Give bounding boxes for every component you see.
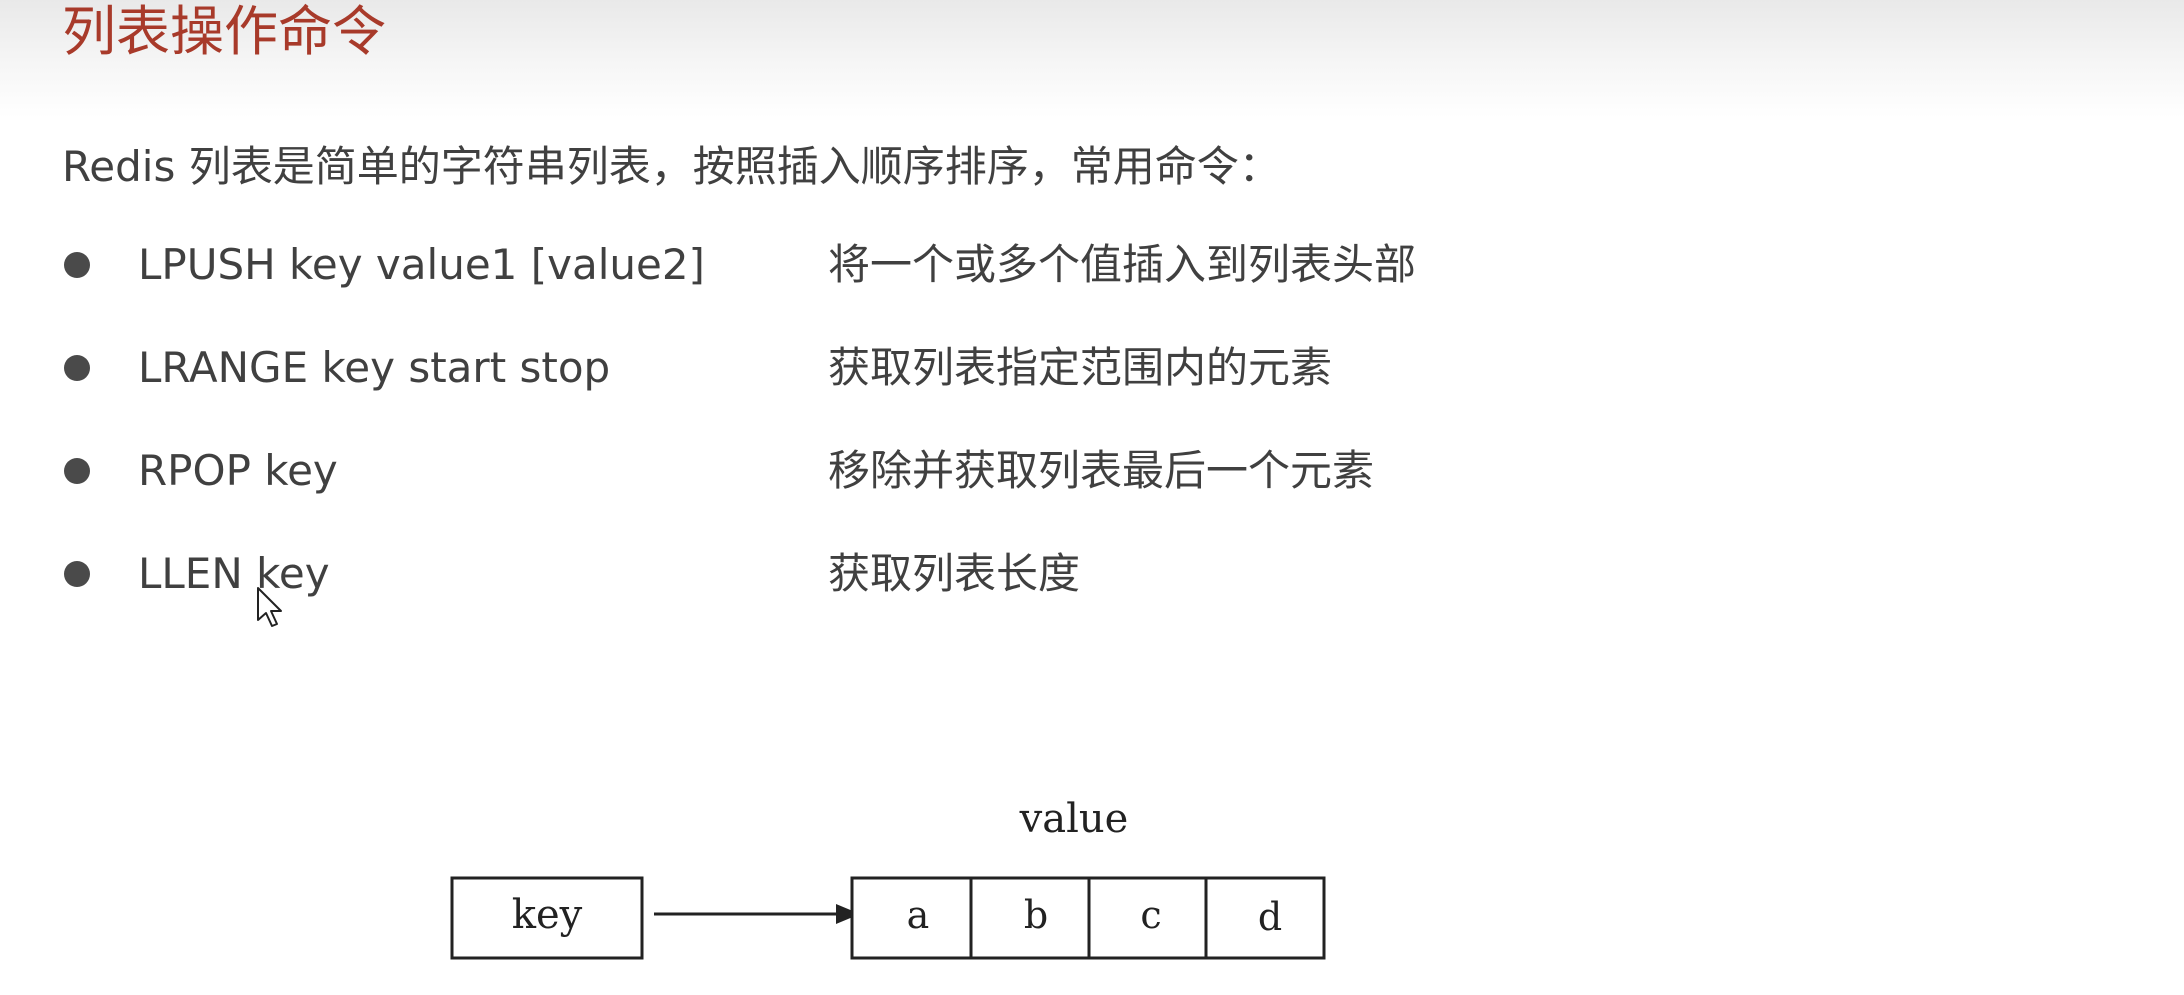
list-structure-diagram: value key a b c d — [440, 790, 1340, 970]
diagram-cell-d: d — [1258, 895, 1282, 939]
command-item-lpush: LPUSH key value1 [value2] 将一个或多个值插入到列表头部 — [62, 238, 1562, 341]
intro-text: Redis 列表是简单的字符串列表，按照插入顺序排序，常用命令： — [62, 142, 1281, 191]
command-description: 获取列表长度 — [828, 549, 1081, 598]
command-list: LPUSH key value1 [value2] 将一个或多个值插入到列表头部… — [62, 238, 1562, 650]
diagram-cell-c: c — [1140, 893, 1161, 937]
bullet-icon — [64, 252, 90, 278]
header-band — [0, 0, 2184, 118]
page-title: 列表操作命令 — [62, 0, 386, 63]
command-item-rpop: RPOP key 移除并获取列表最后一个元素 — [62, 444, 1562, 547]
command-syntax: LLEN key — [138, 549, 330, 598]
command-syntax: LRANGE key start stop — [138, 343, 611, 392]
bullet-icon — [64, 561, 90, 587]
bullet-icon — [64, 458, 90, 484]
command-description: 获取列表指定范围内的元素 — [828, 343, 1333, 392]
command-description: 移除并获取列表最后一个元素 — [828, 446, 1375, 495]
diagram-key-box — [450, 876, 644, 960]
command-item-llen: LLEN key 获取列表长度 — [62, 547, 1562, 650]
command-item-lrange: LRANGE key start stop 获取列表指定范围内的元素 — [62, 341, 1562, 444]
arrow-head-icon — [836, 904, 860, 924]
diagram-cell-b: b — [1024, 893, 1048, 937]
diagram-value-label: value — [1019, 796, 1129, 842]
mouse-pointer-icon — [257, 587, 282, 627]
diagram-cell-a: a — [907, 893, 930, 937]
bullet-icon — [64, 355, 90, 381]
diagram-key-label: key — [512, 892, 583, 938]
command-syntax: RPOP key — [138, 446, 338, 495]
command-description: 将一个或多个值插入到列表头部 — [828, 240, 1417, 289]
command-syntax: LPUSH key value1 [value2] — [138, 240, 705, 289]
